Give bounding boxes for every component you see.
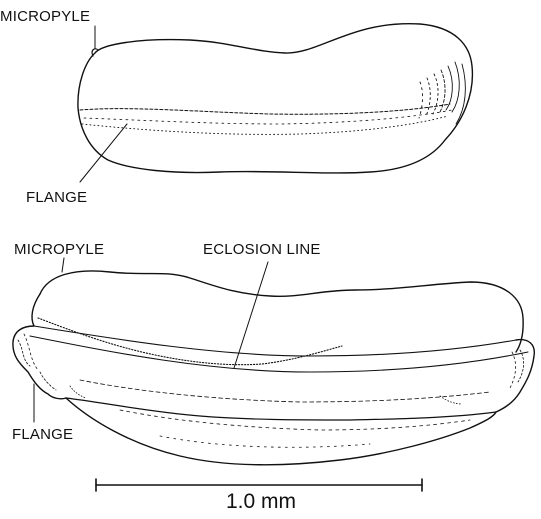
top-egg-striations [419, 62, 465, 124]
eclosion-line-label: ECLOSION LINE [203, 241, 321, 258]
bottom-egg-flange-texture [18, 334, 524, 447]
top-egg [78, 24, 473, 182]
top-egg-flange-dots [82, 116, 448, 134]
bottom-egg-flange-band [34, 326, 516, 356]
bottom-egg-flange-band-lower [30, 336, 528, 372]
bottom-egg-micropyle-end [32, 294, 40, 326]
eclosion-line-leader [234, 262, 268, 368]
bottom-egg-outline [40, 271, 523, 352]
top-egg-outline [78, 24, 473, 173]
bottom-egg-flange-top [13, 326, 66, 399]
top-flange-label: FLANGE [26, 189, 87, 206]
bottom-egg [13, 258, 534, 465]
top-micropyle-label: MICROPYLE [0, 8, 90, 25]
top-flange-leader [80, 124, 127, 182]
top-egg-flange-inner [84, 110, 452, 124]
bottom-egg-flange-underside [66, 398, 496, 420]
bottom-flange-label: FLANGE [12, 426, 73, 443]
bottom-egg-eclosion-line [38, 318, 342, 365]
bottom-egg-flange-right [496, 340, 534, 412]
bottom-micropyle-leader [62, 258, 64, 272]
top-egg-flange-line [80, 104, 450, 114]
bottom-micropyle-label: MICROPYLE [14, 241, 104, 258]
scale-bar-label: 1.0 mm [226, 490, 296, 514]
